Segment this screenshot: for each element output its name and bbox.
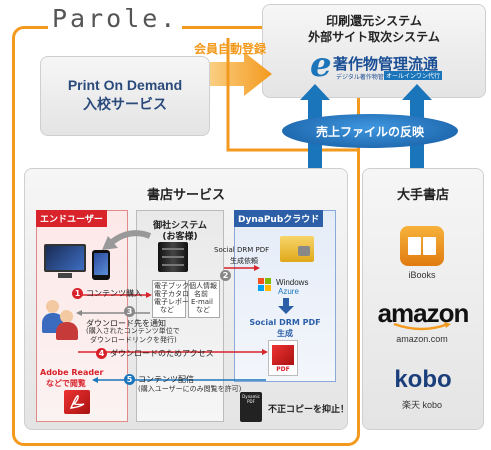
users-icon bbox=[42, 300, 78, 340]
amazon-smile-icon bbox=[393, 322, 451, 331]
step-3-text: ダウンロード先を通知 bbox=[86, 319, 166, 328]
e-logo-title: 著作物管理流通 bbox=[333, 55, 439, 73]
e-logo-sub2: オールインワン代行 bbox=[384, 71, 443, 80]
drm-request-label-2: 生成依頼 bbox=[230, 257, 258, 265]
client-system-title-1: 御社システム bbox=[153, 221, 207, 231]
personal-item-2: 名前 bbox=[194, 290, 208, 298]
content-item-3: 電子レポート bbox=[154, 298, 196, 306]
kobo-logo: kobo bbox=[394, 366, 452, 393]
dynamic-pdf-badge: Dynamic PDF bbox=[240, 392, 262, 422]
content-item-4: など bbox=[160, 306, 174, 314]
system-title-2: 外部サイト取次システム bbox=[308, 30, 440, 44]
e-logo-sub1: デジタル著作物管理 bbox=[336, 74, 390, 81]
content-catalog-box bbox=[152, 280, 186, 318]
step-4-number: 4 bbox=[96, 348, 107, 359]
dynapub-label: DynaPubクラウド bbox=[234, 210, 324, 227]
sales-file-oval: 売上ファイルの反映 bbox=[282, 114, 458, 148]
bookstore-service-title: 書店サービス bbox=[146, 188, 225, 203]
pod-line-2: 入校サービス bbox=[83, 96, 167, 112]
content-item-2: 電子カタログ bbox=[154, 290, 196, 298]
adobe-reader-icon bbox=[64, 390, 90, 414]
personal-item-1: 個人情報 bbox=[189, 282, 217, 290]
step-3-sub-2: ダウンロードリンクを発行) bbox=[90, 336, 177, 344]
step-3-number: 3 bbox=[124, 306, 135, 317]
windows-label: Windows bbox=[276, 278, 309, 287]
system-title-1: 印刷還元システム bbox=[326, 14, 422, 28]
server-icon bbox=[158, 242, 188, 272]
copy-protect-text: 不正コピーを抑止！ bbox=[268, 405, 350, 415]
amazon-logo: amazon bbox=[377, 298, 470, 328]
major-stores-title: 大手書店 bbox=[396, 188, 449, 203]
auto-register-label: 会員自動登録 bbox=[194, 42, 267, 56]
end-user-label: エンドユーザー bbox=[36, 210, 107, 227]
major-stores-box bbox=[362, 168, 484, 430]
drm-gen-label-2: 生成 bbox=[277, 329, 293, 338]
pdf-label: PDF bbox=[276, 366, 290, 373]
parole-frame bbox=[12, 26, 360, 446]
step-5-text: コンテンツ配信 bbox=[138, 375, 194, 384]
dynamic-pdf-badge-text: Dynamic PDF bbox=[242, 394, 260, 404]
parole-title: Parole. bbox=[48, 4, 183, 33]
step-2-number: 2 bbox=[220, 270, 231, 281]
pdf-icon bbox=[268, 340, 298, 376]
smartphone-icon bbox=[92, 250, 110, 280]
content-item-1: 電子ブック bbox=[154, 282, 189, 290]
personal-item-3: E-mail bbox=[191, 298, 213, 306]
personal-info-box bbox=[188, 280, 220, 318]
monitor-icon bbox=[44, 244, 86, 272]
client-system-title-2: (お客様) bbox=[162, 232, 198, 242]
ibooks-icon bbox=[400, 226, 444, 266]
azure-label: Azure bbox=[278, 287, 299, 296]
step-3-sub-1: (購入されたコンテンツ単位で bbox=[86, 327, 180, 335]
windows-azure-icon bbox=[258, 278, 272, 292]
personal-item-4: など bbox=[196, 306, 210, 314]
drm-request-label-1: Social DRM PDF bbox=[214, 246, 270, 254]
pod-line-1: Print On Demand bbox=[67, 77, 183, 93]
step-5-sub-1: (購入ユーザーにのみ閲覧を許可) bbox=[138, 385, 242, 393]
step-1-text: コンテンツ購入 bbox=[86, 289, 142, 298]
ibooks-label: iBooks bbox=[408, 270, 436, 280]
kobo-label: 楽天 kobo bbox=[401, 400, 443, 410]
drm-gen-label-1: Social DRM PDF bbox=[249, 318, 321, 327]
adobe-reader-label-1: Adobe Reader bbox=[40, 368, 104, 377]
adobe-reader-label-2: などで閲覧 bbox=[46, 379, 86, 388]
e-logo-mark: e bbox=[310, 45, 332, 85]
down-arrow-icon bbox=[278, 298, 294, 314]
step-4-text: ダウンロードのためアクセス bbox=[110, 349, 214, 358]
step-5-number: 5 bbox=[124, 374, 135, 385]
pod-box bbox=[40, 56, 210, 136]
system-box bbox=[262, 4, 486, 98]
amazon-label: amazon.com bbox=[396, 334, 448, 344]
folder-lock-icon bbox=[280, 236, 314, 262]
step-1-number: 1 bbox=[72, 288, 83, 299]
monitor-stand bbox=[58, 273, 72, 278]
